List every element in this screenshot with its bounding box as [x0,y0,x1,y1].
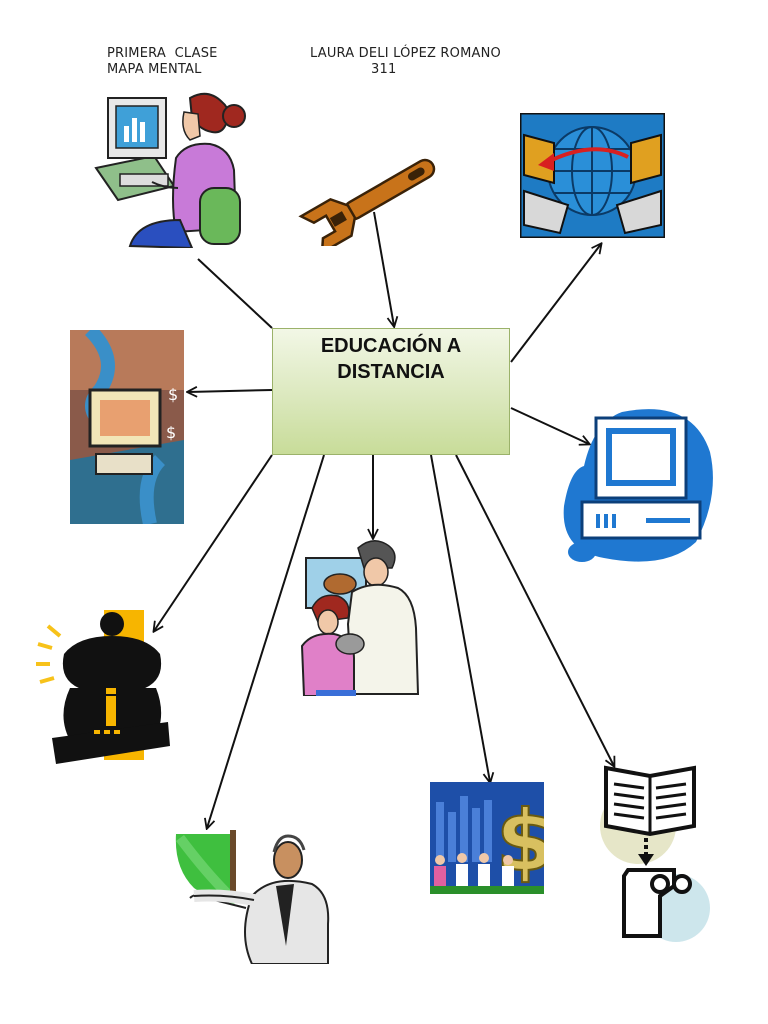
connector-arrow [154,454,273,631]
connector-arrow [430,454,490,782]
header-subtitle: MAPA MENTAL [107,62,202,77]
book-to-learning-icon [600,765,710,942]
connector-arrow [207,454,325,828]
wrench-icon [298,158,436,246]
vet-with-child-icon [300,540,420,696]
woman-at-computer-icon [94,92,246,248]
central-node: EDUCACIÓN A DISTANCIA [272,328,510,455]
blue-computer-icon [563,409,713,562]
digital-commerce-icon: $ $ [70,330,184,524]
central-topic: EDUCACIÓN A DISTANCIA [320,335,462,383]
money-business-icon: $ [430,782,544,894]
networked-computers-globe-icon [520,113,665,238]
connector-arrow [188,390,273,392]
connector-arrow [373,211,394,326]
svg-text:$: $ [168,385,178,404]
header-title: PRIMERA CLASE [107,46,218,61]
group-number: 311 [371,62,397,77]
author-name: LAURA DELI LÓPEZ ROMANO [310,46,501,61]
svg-text:$: $ [166,423,176,442]
connector-line [197,258,273,329]
connector-arrow [510,244,601,363]
connector-arrow [455,454,614,766]
connector-arrow [510,407,589,444]
information-kiosk-icon [36,610,170,764]
presenter-at-board-icon [175,830,330,964]
svg-text:$: $ [496,792,544,890]
